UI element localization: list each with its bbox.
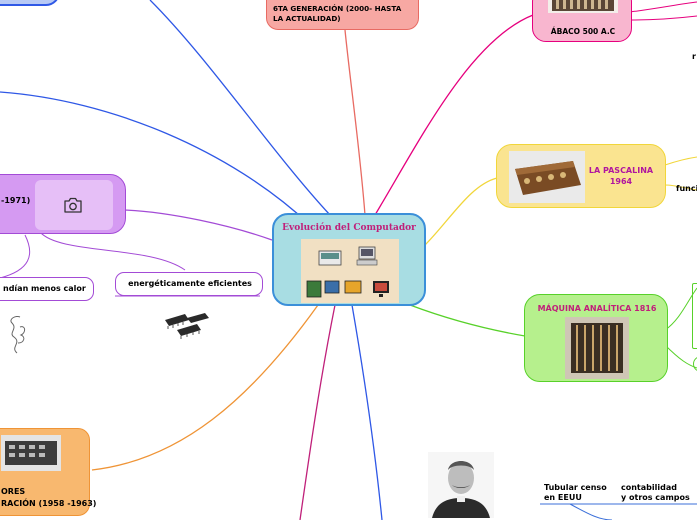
link-down-right bbox=[351, 304, 383, 520]
node-center[interactable]: Evolución del Computador bbox=[272, 213, 426, 306]
maquina-label: MÁQUINA ANALÍTICA 1816 bbox=[537, 304, 657, 313]
energy-label: energéticamente eficientes bbox=[128, 279, 252, 288]
contabilidad-line-2: y otros campos bbox=[621, 493, 690, 502]
contabilidad-line-1: contabilidad bbox=[621, 483, 677, 492]
leaf-contabilidad: contabilidad y otros campos bbox=[621, 483, 690, 503]
node-abaco[interactable]: ÁBACO 500 A.C bbox=[532, 0, 632, 42]
sixth-generation-label: 6TA GENERACIÓN (2000- HASTA LA ACTUALIDA… bbox=[273, 4, 402, 23]
node-maquina-analitica[interactable]: MÁQUINA ANALÍTICA 1816 bbox=[524, 294, 668, 382]
center-title: Evolución del Computador bbox=[282, 223, 416, 233]
portrait-image bbox=[428, 452, 494, 518]
link-maquina-right bbox=[664, 287, 697, 331]
link-pascalina-right bbox=[664, 156, 697, 166]
link-to-third bbox=[124, 209, 273, 241]
pascalina-leaf-funcio: funcio bbox=[676, 184, 697, 193]
leaf-energeticamente[interactable]: energéticamente eficientes bbox=[115, 272, 263, 296]
second-generation-label-top: ORES bbox=[1, 487, 26, 496]
link-third-energy bbox=[39, 231, 186, 271]
link-to-left-middle bbox=[0, 91, 311, 226]
leaf-tubular-censo: Tubular censo en EEUU bbox=[544, 483, 607, 503]
abaco-label: ÁBACO 500 A.C bbox=[550, 27, 616, 36]
node-second-generation[interactable]: ORES RACIÓN (1958 -1963) bbox=[0, 428, 96, 516]
link-tabulador-curve bbox=[569, 503, 613, 520]
smoke-icon bbox=[10, 316, 26, 354]
analytical-engine-image bbox=[565, 317, 629, 379]
link-down-left bbox=[299, 304, 336, 520]
tabulador-line-2: en EEUU bbox=[544, 493, 582, 502]
heat-label: ndían menos calor bbox=[3, 284, 86, 293]
second-generation-label-bottom: RACIÓN (1958 -1963) bbox=[1, 499, 97, 508]
computers-image bbox=[301, 239, 399, 303]
chips-image bbox=[165, 313, 209, 339]
link-third-heat bbox=[0, 234, 31, 279]
abaco-side-letter: r bbox=[692, 52, 696, 61]
link-to-maquina bbox=[409, 304, 526, 337]
node-pascalina[interactable]: LA PASCALINA 1964 bbox=[496, 144, 666, 208]
link-to-top-left bbox=[149, 0, 331, 216]
tabulador-line-1: Tubular censo bbox=[544, 483, 607, 492]
link-to-pascalina bbox=[424, 177, 498, 246]
pascalina-label: LA PASCALINA 1964 bbox=[588, 166, 654, 186]
image-placeholder[interactable] bbox=[35, 180, 113, 230]
leaf-calor[interactable]: ndían menos calor bbox=[0, 277, 94, 301]
node-sixth-generation[interactable]: 6TA GENERACIÓN (2000- HASTA LA ACTUALIDA… bbox=[266, 0, 419, 30]
punchcard-machine-image bbox=[1, 435, 61, 471]
link-abaco-right-2 bbox=[629, 15, 697, 21]
camera-icon bbox=[64, 197, 82, 213]
abacus-image bbox=[548, 0, 618, 13]
maquina-right-bracket bbox=[692, 283, 697, 349]
link-abaco-right bbox=[629, 1, 697, 13]
link-to-sixth bbox=[344, 29, 366, 216]
link-to-second bbox=[91, 304, 319, 471]
third-generation-label: -1971) bbox=[1, 196, 31, 205]
pascaline-image bbox=[509, 151, 585, 203]
node-third-generation[interactable]: -1971) bbox=[0, 174, 126, 234]
link-to-abaco bbox=[374, 14, 534, 216]
link-pascalina-right-2 bbox=[664, 184, 697, 191]
